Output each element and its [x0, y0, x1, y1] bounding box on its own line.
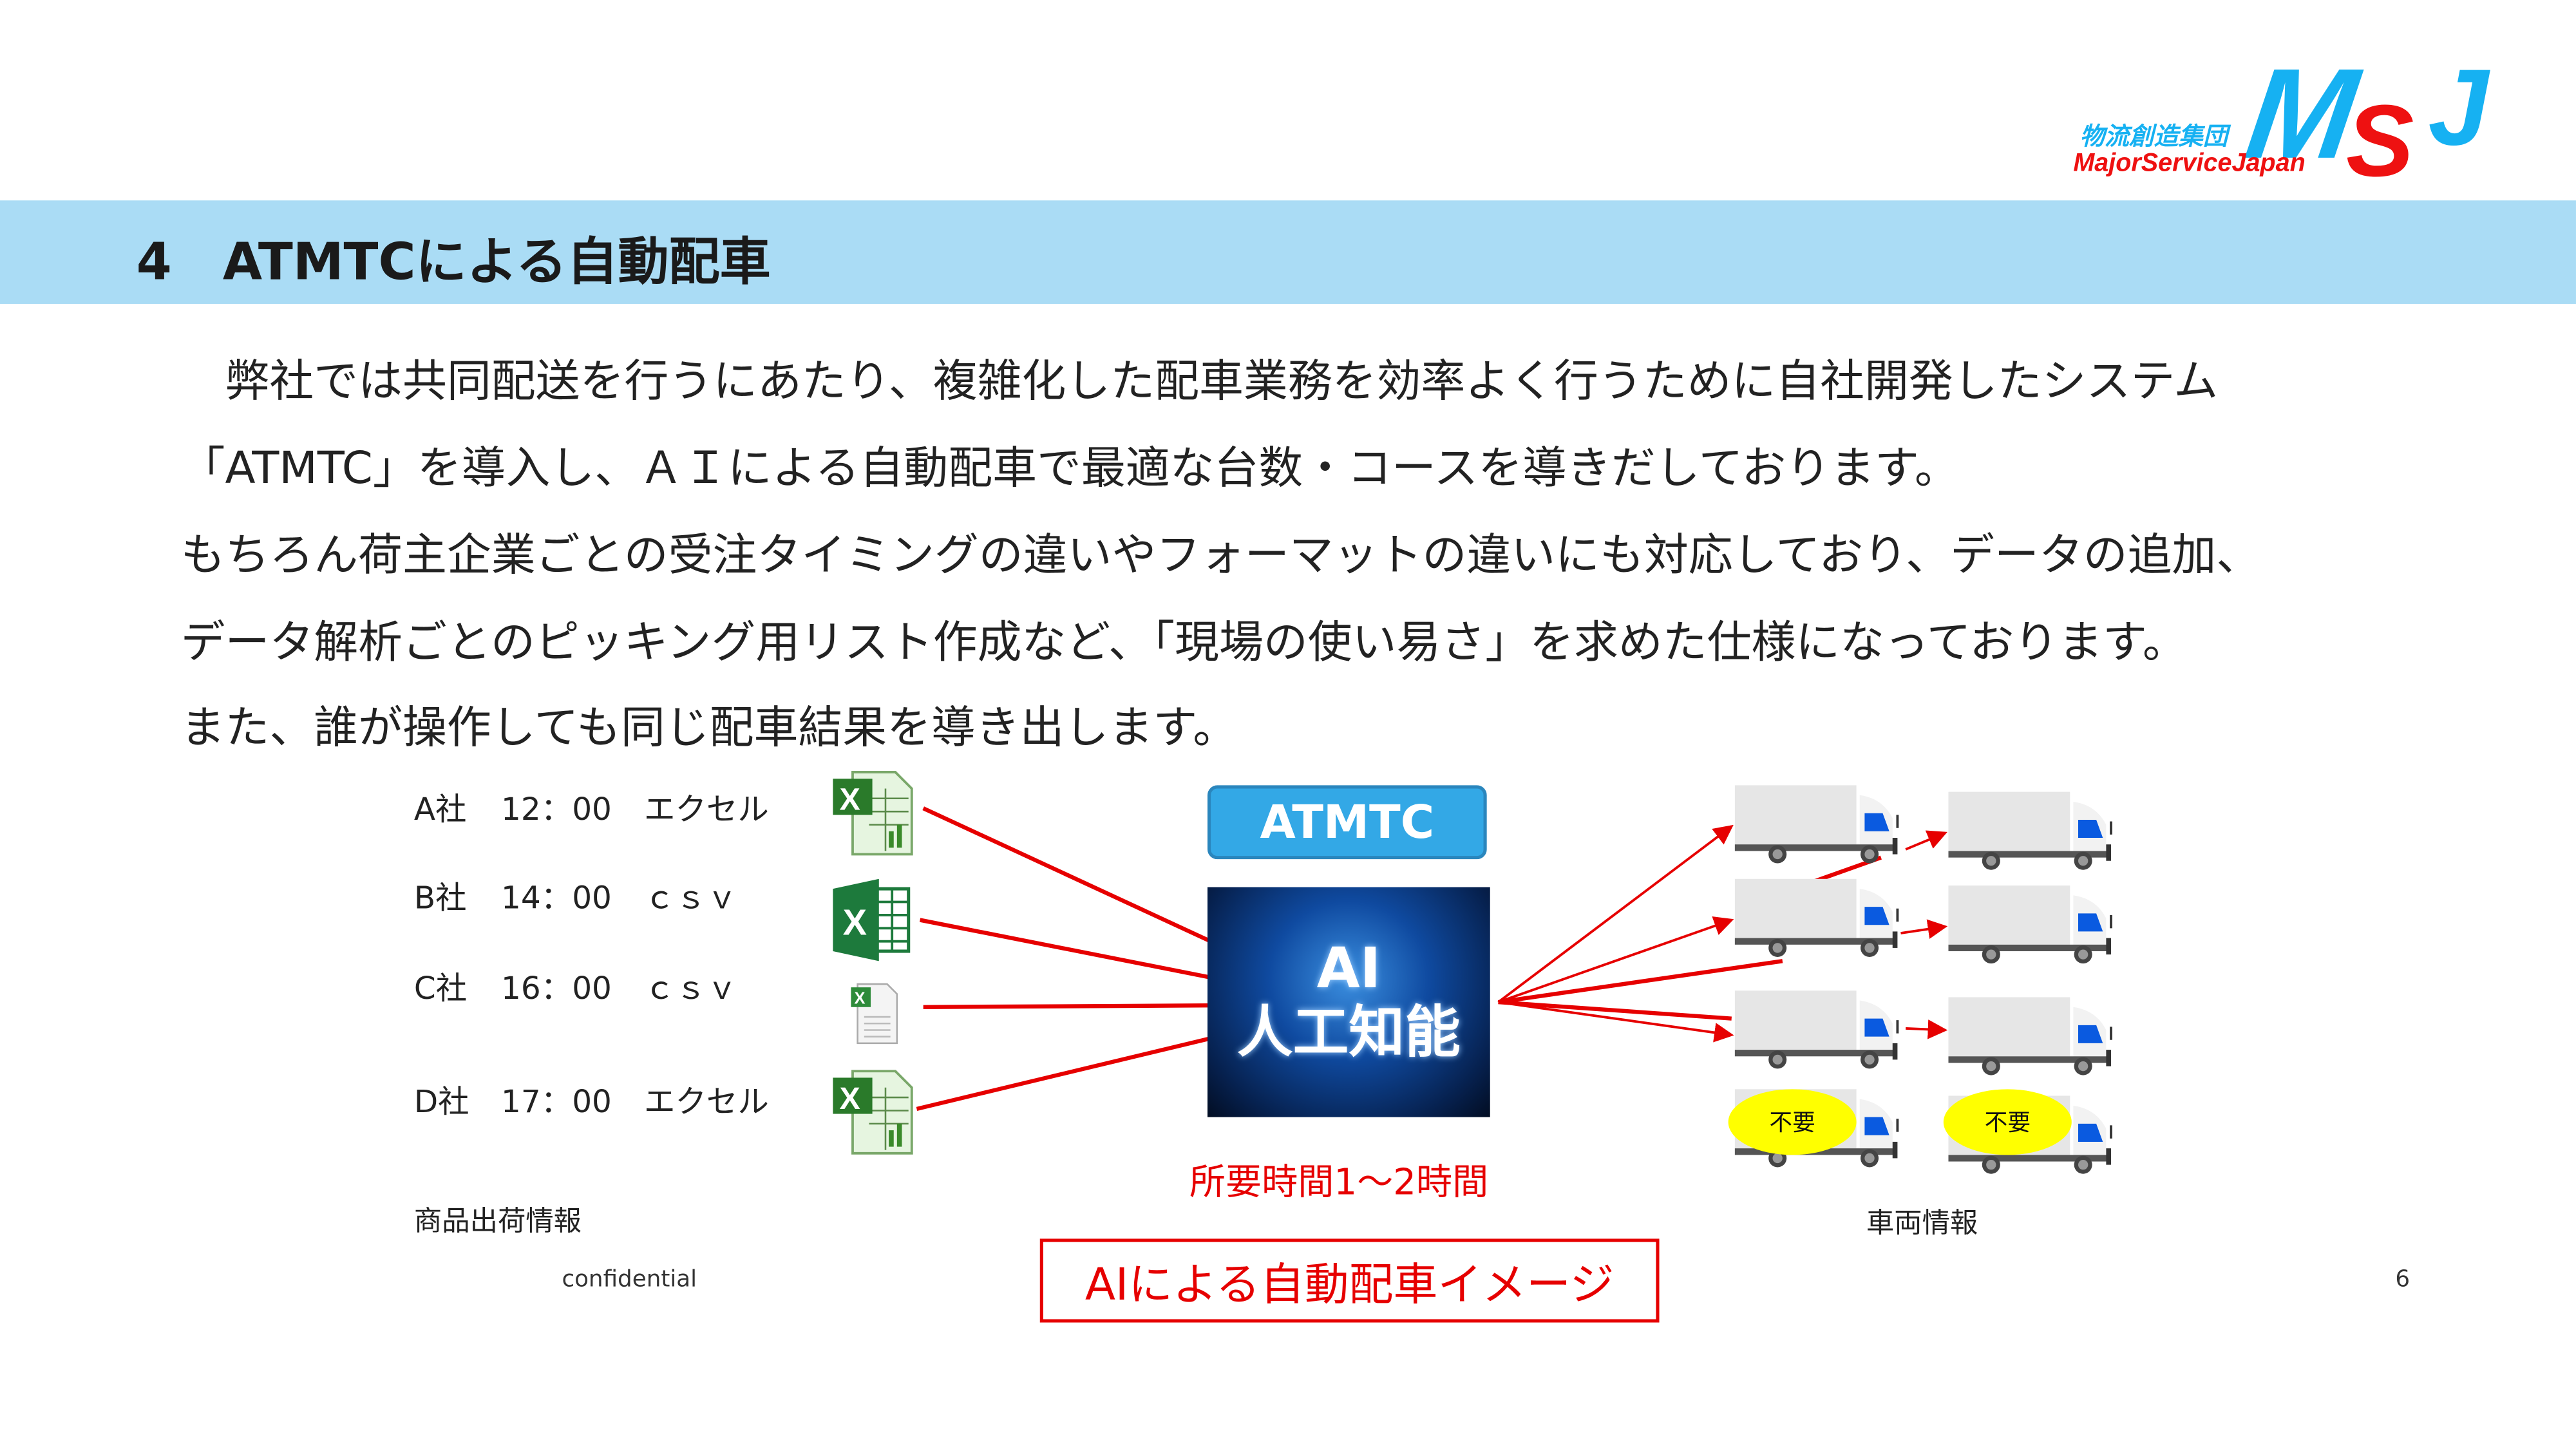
logo-name: MajorServiceJapan: [2073, 148, 2305, 176]
title-band: [0, 200, 2576, 304]
dispatch-arrow: [1905, 830, 1947, 851]
order-company: D社: [413, 1084, 469, 1121]
input-line: [916, 1036, 1211, 1112]
unneeded-badge: 不要: [1728, 1089, 1857, 1155]
image-caption-box: AIによる自動配車イメージ: [1039, 1238, 1660, 1323]
order-time: 16：00: [501, 971, 612, 1007]
dispatch-arrow: [1497, 824, 1734, 1003]
order-format: エクセル: [643, 1084, 769, 1121]
order-company: B社: [413, 880, 467, 917]
page-title: 4 ATMTCによる自動配車: [136, 233, 771, 293]
dispatch-arrow: [1900, 919, 1948, 939]
svg-text:X: X: [855, 990, 866, 1008]
orders-caption: 商品出荷情報: [413, 1206, 582, 1239]
body-line: もちろん荷主企業ごとの受注タイミングの違いやフォーマットの違いにも対応しており、…: [180, 530, 2261, 582]
body-line: データ解析ごとのピッキング用リスト作成など、「現場の使い易さ」を求めた仕様になっ…: [180, 618, 2187, 669]
order-format: エクセル: [643, 791, 769, 828]
svg-text:X: X: [840, 782, 860, 817]
logo-mark-s: S: [2346, 84, 2414, 198]
order-time: 17：00: [501, 1084, 612, 1121]
ai-label-jp: 人工知能: [1236, 1000, 1461, 1066]
confidential-label: confidential: [562, 1266, 697, 1293]
body-line: 弊社では共同配送を行うにあたり、複雑化した配車業務を効率よく行うために自社開発し…: [180, 356, 2219, 408]
body-line: 「ATMTC」を導入し、ＡＩによる自動配車で最適な台数・コースを導きだしておりま…: [180, 443, 1959, 495]
logo: M S J 物流創造集団 MajorServiceJapan: [2073, 43, 2490, 198]
dispatch-arrow: [1906, 1019, 1948, 1039]
svg-text:X: X: [840, 1081, 860, 1116]
logo-mark-m: M: [2239, 43, 2368, 185]
ai-image: AI 人工知能: [1207, 887, 1490, 1117]
dispatch-arrow: [1497, 916, 1734, 1003]
order-company: A社: [413, 791, 467, 828]
dispatch-arrow: [1498, 1001, 1734, 1043]
atmtc-label: ATMTC: [1207, 785, 1487, 860]
page-number: 6: [2395, 1266, 2410, 1293]
order-time: 12：00: [501, 791, 612, 828]
order-format: ｃｓｖ: [643, 971, 738, 1007]
logo-kanji: 物流創造集団: [2080, 122, 2231, 151]
order-company: C社: [413, 971, 468, 1007]
order-format: ｃｓｖ: [643, 880, 738, 917]
svg-text:X: X: [843, 902, 867, 943]
input-line: [922, 806, 1212, 943]
logo-mark-j: J: [2428, 46, 2490, 167]
order-time: 14：00: [501, 880, 612, 917]
ai-label: AI: [1316, 936, 1381, 1003]
duration-label: 所要時間1～2時間: [1189, 1163, 1489, 1204]
vehicles-caption: 車両情報: [1866, 1207, 1978, 1241]
body-line: また、誰が操作しても同じ配車結果を導き出します。: [180, 703, 1238, 754]
input-line: [923, 1003, 1211, 1009]
input-line: [919, 918, 1211, 980]
dispatch-line: [1498, 999, 1732, 1021]
unneeded-badge: 不要: [1943, 1089, 2072, 1155]
